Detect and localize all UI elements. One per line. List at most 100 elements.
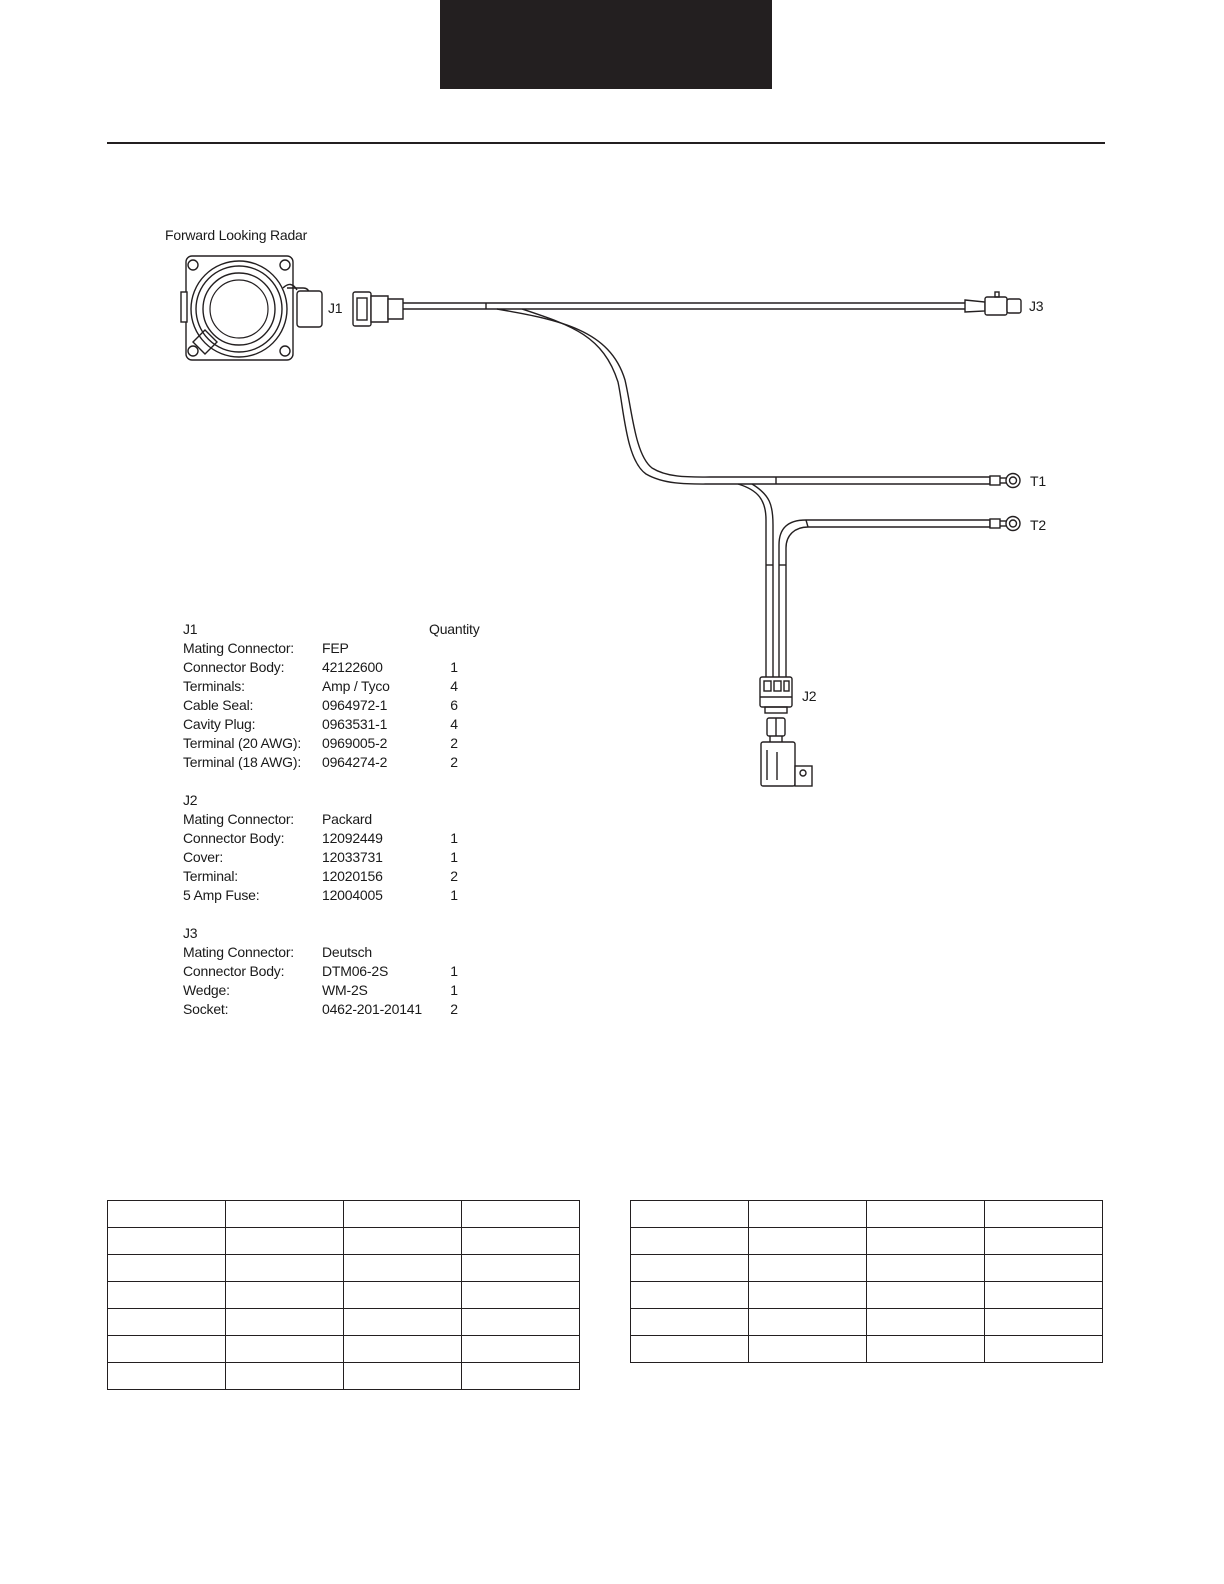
table-row	[630, 1227, 1103, 1255]
part-label: Wedge:	[183, 982, 230, 998]
table-cell	[984, 1281, 1103, 1309]
part-number: 0969005-2	[322, 735, 388, 751]
part-label: Cover:	[183, 849, 224, 865]
j1-label: J1	[328, 300, 343, 316]
table-row	[107, 1335, 580, 1363]
table-row	[630, 1281, 1103, 1309]
part-number: 42122600	[322, 659, 383, 675]
part-number: 0963531-1	[322, 716, 388, 732]
part-number: 0462-201-20141	[322, 1001, 422, 1017]
table-cell	[984, 1200, 1103, 1228]
table-row	[107, 1281, 580, 1309]
table-cell	[748, 1254, 867, 1282]
table-cell	[630, 1227, 749, 1255]
blank-table-right	[630, 1200, 1103, 1363]
part-label: Cable Seal:	[183, 697, 254, 713]
blank-table-left	[107, 1200, 580, 1390]
table-cell	[748, 1308, 867, 1336]
part-quantity: 2	[450, 1001, 458, 1017]
table-cell	[630, 1308, 749, 1336]
part-label: Cavity Plug:	[183, 716, 256, 732]
part-quantity: 2	[450, 868, 458, 884]
table-cell	[461, 1281, 580, 1309]
table-cell	[107, 1308, 226, 1336]
table-cell	[461, 1308, 580, 1336]
trunk-wire	[403, 302, 965, 310]
table-cell	[630, 1281, 749, 1309]
table-cell	[343, 1308, 462, 1336]
terminal-t2	[968, 515, 1021, 532]
part-label: Terminals:	[183, 678, 245, 694]
radar-label: Forward Looking Radar	[165, 227, 308, 243]
part-label: Socket:	[183, 1001, 229, 1017]
branch-wire	[496, 308, 968, 680]
table-cell	[107, 1335, 226, 1363]
part-label: Terminal:	[183, 868, 238, 884]
part-number: DTM06-2S	[322, 963, 389, 979]
table-cell	[984, 1308, 1103, 1336]
table-row	[107, 1362, 580, 1390]
part-quantity: 2	[450, 754, 458, 770]
part-quantity: 2	[450, 735, 458, 751]
part-label: Terminal (20 AWG):	[183, 735, 302, 751]
table-cell	[225, 1281, 344, 1309]
connector-j3	[964, 291, 1022, 316]
table-cell	[866, 1281, 985, 1309]
table-row	[107, 1254, 580, 1282]
header-rule	[107, 142, 1105, 144]
table-cell	[225, 1362, 344, 1390]
table-cell	[107, 1227, 226, 1255]
part-quantity: 4	[450, 716, 458, 732]
table-cell	[225, 1227, 344, 1255]
part-number: 12004005	[322, 887, 383, 903]
table-cell	[630, 1254, 749, 1282]
part-number: Deutsch	[322, 944, 372, 960]
connector-j2	[759, 676, 813, 787]
table-row	[107, 1308, 580, 1336]
part-number: 12092449	[322, 830, 383, 846]
part-quantity: 1	[450, 982, 458, 998]
radar-unit	[180, 255, 323, 361]
table-cell	[225, 1200, 344, 1228]
table-cell	[107, 1254, 226, 1282]
table-row	[630, 1200, 1103, 1228]
connector-j1	[352, 291, 404, 327]
part-quantity: 4	[450, 678, 458, 694]
table-cell	[984, 1254, 1103, 1282]
t1-label: T1	[1030, 473, 1046, 489]
table-cell	[461, 1254, 580, 1282]
table-cell	[461, 1200, 580, 1228]
part-number: 0964972-1	[322, 697, 388, 713]
part-number: 12020156	[322, 868, 383, 884]
table-cell	[461, 1335, 580, 1363]
part-quantity: 6	[450, 697, 458, 713]
j2-label: J2	[802, 688, 817, 704]
part-label: Connector Body:	[183, 963, 285, 979]
table-cell	[984, 1227, 1103, 1255]
part-number: WM-2S	[322, 982, 368, 998]
j3-label: J3	[1029, 298, 1044, 314]
table-cell	[748, 1335, 867, 1363]
table-cell	[866, 1308, 985, 1336]
part-number: Packard	[322, 811, 372, 827]
table-cell	[748, 1227, 867, 1255]
table-cell	[225, 1308, 344, 1336]
table-row	[107, 1227, 580, 1255]
table-cell	[343, 1227, 462, 1255]
part-label: Mating Connector:	[183, 811, 294, 827]
table-cell	[107, 1200, 226, 1228]
quantity-header: Quantity	[429, 621, 480, 637]
part-quantity: 1	[450, 659, 458, 675]
table-cell	[225, 1335, 344, 1363]
header-block	[440, 0, 772, 89]
table-row	[107, 1200, 580, 1228]
table-cell	[866, 1200, 985, 1228]
table-cell	[984, 1335, 1103, 1363]
table-cell	[630, 1200, 749, 1228]
table-cell	[343, 1362, 462, 1390]
part-quantity: 1	[450, 830, 458, 846]
part-number: 0964274-2	[322, 754, 388, 770]
table-cell	[107, 1362, 226, 1390]
table-cell	[343, 1200, 462, 1228]
